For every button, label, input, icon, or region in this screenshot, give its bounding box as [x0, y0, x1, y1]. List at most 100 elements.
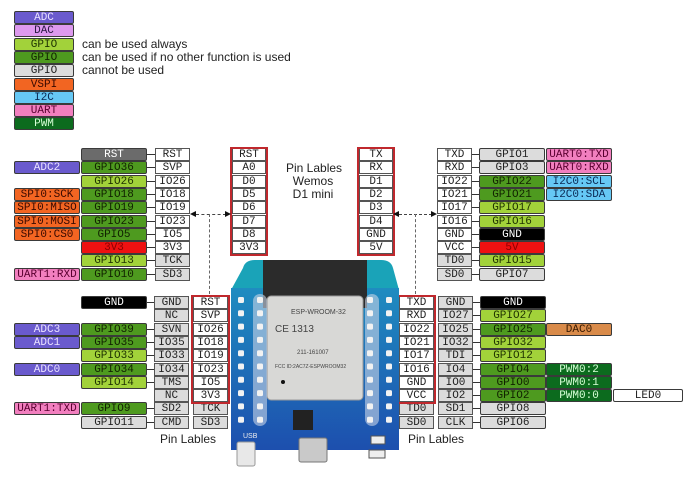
board-pin-label: SD0 [399, 416, 434, 429]
header-pin-pad [386, 363, 392, 370]
connector-line [472, 207, 479, 208]
esp-pin-label: GND [437, 228, 472, 241]
connector-line [472, 154, 479, 155]
header-pin-pad [238, 403, 244, 410]
connector-line [472, 260, 479, 261]
gpio-label: GPIO35 [81, 336, 147, 349]
esp-pin-label: IO32 [438, 336, 473, 349]
board-pin-label: IO22 [399, 323, 434, 336]
function-label: I2C0:SDA [546, 188, 612, 201]
gpio-label: 3V3 [81, 241, 147, 254]
wemos-title-line: Wemos [292, 174, 334, 188]
legend-swatch-pwm: PWM [14, 117, 74, 130]
gpio-label: GPIO16 [479, 215, 545, 228]
wemos-pin-label: D7 [232, 215, 266, 228]
esp-pin-label: IO22 [437, 175, 472, 188]
esp-pin-label: SD1 [438, 402, 473, 415]
esp-pin-label: GND [154, 296, 189, 309]
board-pin-label: GND [399, 376, 434, 389]
arrow-icon [431, 211, 437, 217]
connector-line [147, 207, 155, 208]
header-pin-pad [367, 376, 373, 383]
esp-pin-label: IO34 [154, 363, 189, 376]
connector-line [147, 355, 154, 356]
esp-pin-label: TCK [155, 254, 190, 267]
gpio-label: GPIO13 [81, 254, 147, 267]
function-label: ADC1 [14, 336, 80, 349]
connector-line [147, 408, 154, 409]
gpio-label: GPIO14 [81, 376, 147, 389]
board-pin-label: IO17 [399, 349, 434, 362]
header-pin-pad [386, 336, 392, 343]
wemos-pin-label: RX [359, 161, 393, 174]
board-pin-label: IO19 [193, 349, 228, 362]
wemos-pin-label: 3V3 [232, 241, 266, 254]
gpio-label: GPIO3 [479, 161, 545, 174]
gpio-label: RST [81, 148, 147, 161]
header-pin-pad [238, 297, 244, 303]
gpio-label: GPIO18 [81, 188, 147, 201]
connector-line [147, 329, 154, 330]
function-label: ADC0 [14, 363, 80, 376]
esp-pin-label: GND [438, 296, 473, 309]
gpio-label: GPIO23 [81, 215, 147, 228]
esp-pin-label: IO17 [437, 201, 472, 214]
gpio-label: GND [479, 228, 545, 241]
dashed-connector [196, 214, 226, 215]
gpio-label: GPIO8 [480, 402, 546, 415]
legend-swatch-uart: UART [14, 104, 74, 117]
connector-line [473, 382, 480, 383]
connector-line [147, 274, 155, 275]
esp-pin-label: SD0 [437, 268, 472, 281]
gpio-label: GPIO2 [480, 389, 546, 402]
header-pin-pad [238, 336, 244, 343]
header-pin-pad [238, 376, 244, 383]
pin-labels-caption: Pin Lables [408, 432, 465, 446]
connector-line [473, 395, 480, 396]
connector-line [147, 194, 155, 195]
esp-pin-label: IO27 [438, 309, 473, 322]
connector-line [472, 247, 479, 248]
legend-swatch-gpio-always: GPIO [14, 38, 74, 51]
wemos-title-line: D1 mini [292, 187, 334, 201]
wemos-pin-label: GND [359, 228, 393, 241]
board-pin-label: 3V3 [193, 389, 228, 402]
gpio-label: GPIO36 [81, 161, 147, 174]
header-pin-pad [386, 297, 392, 303]
wemos-label-frame [357, 147, 395, 256]
esp-pin-label: IO35 [154, 336, 189, 349]
gpio-label: GPIO9 [81, 402, 147, 415]
header-pin-pad [367, 363, 373, 370]
function-label: UART1:RXD [14, 268, 80, 281]
legend-description: cannot be used [82, 63, 165, 77]
connector-line [147, 154, 155, 155]
board-pin-label: IO16 [399, 363, 434, 376]
gpio-label: GND [81, 296, 147, 309]
header-pin-pad [238, 310, 244, 317]
wemos-pin-label: D5 [232, 188, 266, 201]
header-pin-pad [367, 336, 373, 343]
esp-pin-label: CLK [438, 416, 473, 429]
svg-text:211-161007: 211-161007 [297, 350, 329, 356]
esp-pin-label: TXD [437, 148, 472, 161]
legend-swatch-i2c: I2C [14, 91, 74, 104]
esp-pin-label: TDI [438, 349, 473, 362]
board-label-frame [397, 295, 436, 404]
function-label: PWM0:1 [546, 376, 612, 389]
gpio-label: GPIO22 [479, 175, 545, 188]
esp32-d1-mini-board-image: ESP-WROOM-32 CE 1313 211-161007 FCC ID:2… [231, 260, 399, 470]
esp-pin-label: IO23 [155, 215, 190, 228]
connector-line [473, 408, 480, 409]
board-pin-label: SD3 [193, 416, 228, 429]
gpio-label: GPIO26 [81, 175, 147, 188]
header-pin-pad [257, 390, 263, 397]
header-pin-pad [257, 363, 263, 370]
esp-pin-label: NC [154, 309, 189, 322]
header-pin-pad [257, 350, 263, 357]
svg-text:CE 1313: CE 1313 [275, 324, 314, 335]
header-pin-pad [238, 390, 244, 397]
arrow-icon [225, 211, 231, 217]
function-label: SPI0:CS0 [14, 228, 80, 241]
header-pin-pad [257, 416, 263, 423]
connector-line [472, 221, 479, 222]
